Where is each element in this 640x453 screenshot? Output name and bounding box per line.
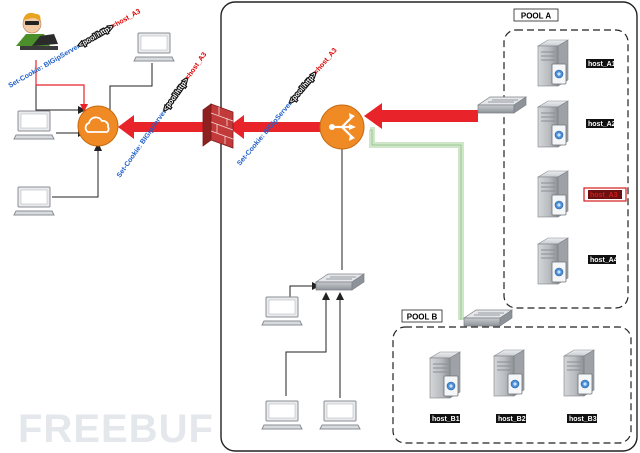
pool-b-path-edge (370, 129, 462, 320)
server-a4-icon (537, 237, 569, 285)
host-a3-highlight (583, 187, 627, 202)
arrow-lb-to-firewall (228, 115, 320, 139)
pool-b-path (369, 127, 464, 320)
host-b2-label: host_B2 (498, 416, 526, 423)
link-laptop2-switch (285, 296, 327, 396)
arrow-firewall-to-cloud (118, 115, 210, 139)
switch-pool-b-icon (463, 309, 513, 327)
laptop-bottom-left-icon (13, 186, 55, 216)
link-bottom-laptop-cloud (52, 148, 99, 198)
cookie-label-loadbalancer: Set-Cookie: BIGipServer<pool http>=host_… (236, 47, 339, 167)
server-a2-icon (537, 100, 569, 148)
host-labels: host_A1 host_A2 host_A3 host_A4 host_B1 … (430, 59, 627, 423)
laptop-left-icon (13, 110, 55, 140)
switch-lan-icon (315, 273, 365, 291)
server-b1-icon (429, 351, 461, 399)
hacker-user-icon (16, 12, 58, 50)
host-a3-label: host_A3 (590, 192, 618, 199)
pool-b-box (392, 326, 632, 444)
server-b2-icon (493, 349, 525, 397)
pool-a-title-box (513, 8, 559, 22)
host-a2-label: host_A2 (588, 121, 616, 128)
cookie-label-firewall: Set-Cookie: BIGipServer<pool http>=host_… (116, 51, 208, 179)
pool-a-title: POOL A (521, 12, 551, 21)
switch-pool-a-icon (477, 96, 527, 114)
laptop-lan1-icon (261, 296, 303, 326)
host-a4-label: host_A4 (590, 257, 618, 264)
laptop-lan2-icon (261, 400, 303, 430)
host-a1-label: host_A1 (588, 61, 616, 68)
server-a3-icon (537, 170, 569, 218)
server-a1-icon (537, 39, 569, 87)
pool-b-title: POOL B (407, 313, 438, 322)
response-arrows (118, 103, 478, 139)
datacenter-boundary (220, 1, 638, 452)
link-top-laptop-cloud (109, 63, 153, 113)
server-b3-icon (563, 349, 595, 397)
pool-b-title-box (401, 309, 443, 323)
arrow-switch-to-lb (364, 103, 478, 129)
watermark-text: FREEBUF (18, 407, 214, 451)
cloud-icon (77, 105, 119, 147)
load-balancer-icon (319, 104, 365, 150)
laptop-top-icon (133, 32, 175, 62)
host-b3-label: host_B3 (569, 416, 597, 423)
laptop-lan3-icon (319, 400, 361, 430)
firewall-icon (202, 103, 234, 149)
pool-a-box (503, 29, 629, 309)
host-b1-label: host_B1 (432, 416, 460, 423)
request-line-user (35, 60, 85, 108)
